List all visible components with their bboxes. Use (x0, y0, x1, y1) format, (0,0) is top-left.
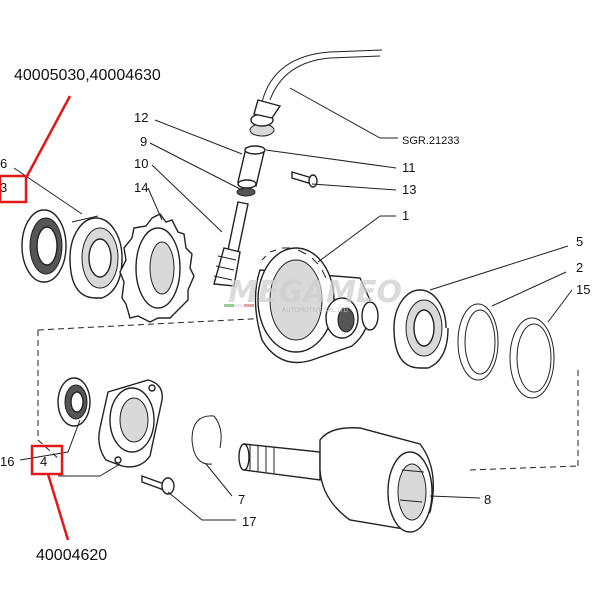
part-4-seal[interactable] (57, 377, 91, 427)
label-14: 14 (134, 180, 148, 195)
part-number-labels: 12 9 10 14 6 3 SGR.21233 11 13 1 5 2 15 … (0, 110, 590, 529)
part-10-pinion-shaft[interactable] (213, 201, 249, 287)
part-15-ring[interactable] (509, 317, 555, 399)
label-5: 5 (576, 234, 583, 249)
watermark-logo: MEGAMEO AUTOMOTIVE SRL LTD (224, 275, 402, 314)
part-8-joint[interactable] (238, 427, 435, 533)
label-17: 17 (242, 514, 256, 529)
assembly-dash-outline (37, 317, 579, 471)
label-10: 10 (134, 156, 148, 171)
label-3: 3 (0, 180, 7, 195)
svg-text:AUTOMOTIVE SRL LTD: AUTOMOTIVE SRL LTD (282, 307, 348, 314)
part-3-seal[interactable] (21, 209, 67, 283)
label-6: 6 (0, 156, 7, 171)
part-2-shim[interactable] (457, 303, 499, 381)
callout-top: 40005030,40004630 (0, 67, 161, 204)
label-2: 2 (576, 260, 583, 275)
callout-bottom-code: 40004620 (36, 547, 107, 564)
label-15: 15 (576, 282, 590, 297)
part-17-bolt[interactable] (141, 475, 175, 495)
label-16: 16 (0, 454, 14, 469)
label-4: 4 (40, 454, 47, 469)
label-12: 12 (134, 110, 148, 125)
part-5-bearing[interactable] (393, 289, 449, 369)
label-1: 1 (402, 208, 409, 223)
part-12-drive-sleeve[interactable] (237, 145, 266, 189)
part-6-bearing[interactable] (69, 215, 123, 299)
label-7: 7 (238, 492, 245, 507)
part-1-differential[interactable] (254, 247, 379, 364)
part-14-gear[interactable] (119, 213, 195, 323)
svg-text:MEGAMEO: MEGAMEO (228, 275, 402, 310)
label-sgr: SGR.21233 (402, 135, 459, 147)
callout-top-codes: 40005030,40004630 (14, 67, 161, 84)
part-7-circlip[interactable] (191, 415, 222, 465)
part-13-bolt[interactable] (291, 171, 318, 188)
callout-bottom: 40004620 (30, 444, 107, 564)
part-16-flange[interactable] (98, 379, 163, 468)
leader-lines (13, 87, 573, 521)
speedometer-cable (253, 49, 383, 119)
label-8: 8 (484, 492, 491, 507)
label-9: 9 (140, 134, 147, 149)
label-13: 13 (402, 182, 416, 197)
label-11: 11 (402, 160, 416, 175)
